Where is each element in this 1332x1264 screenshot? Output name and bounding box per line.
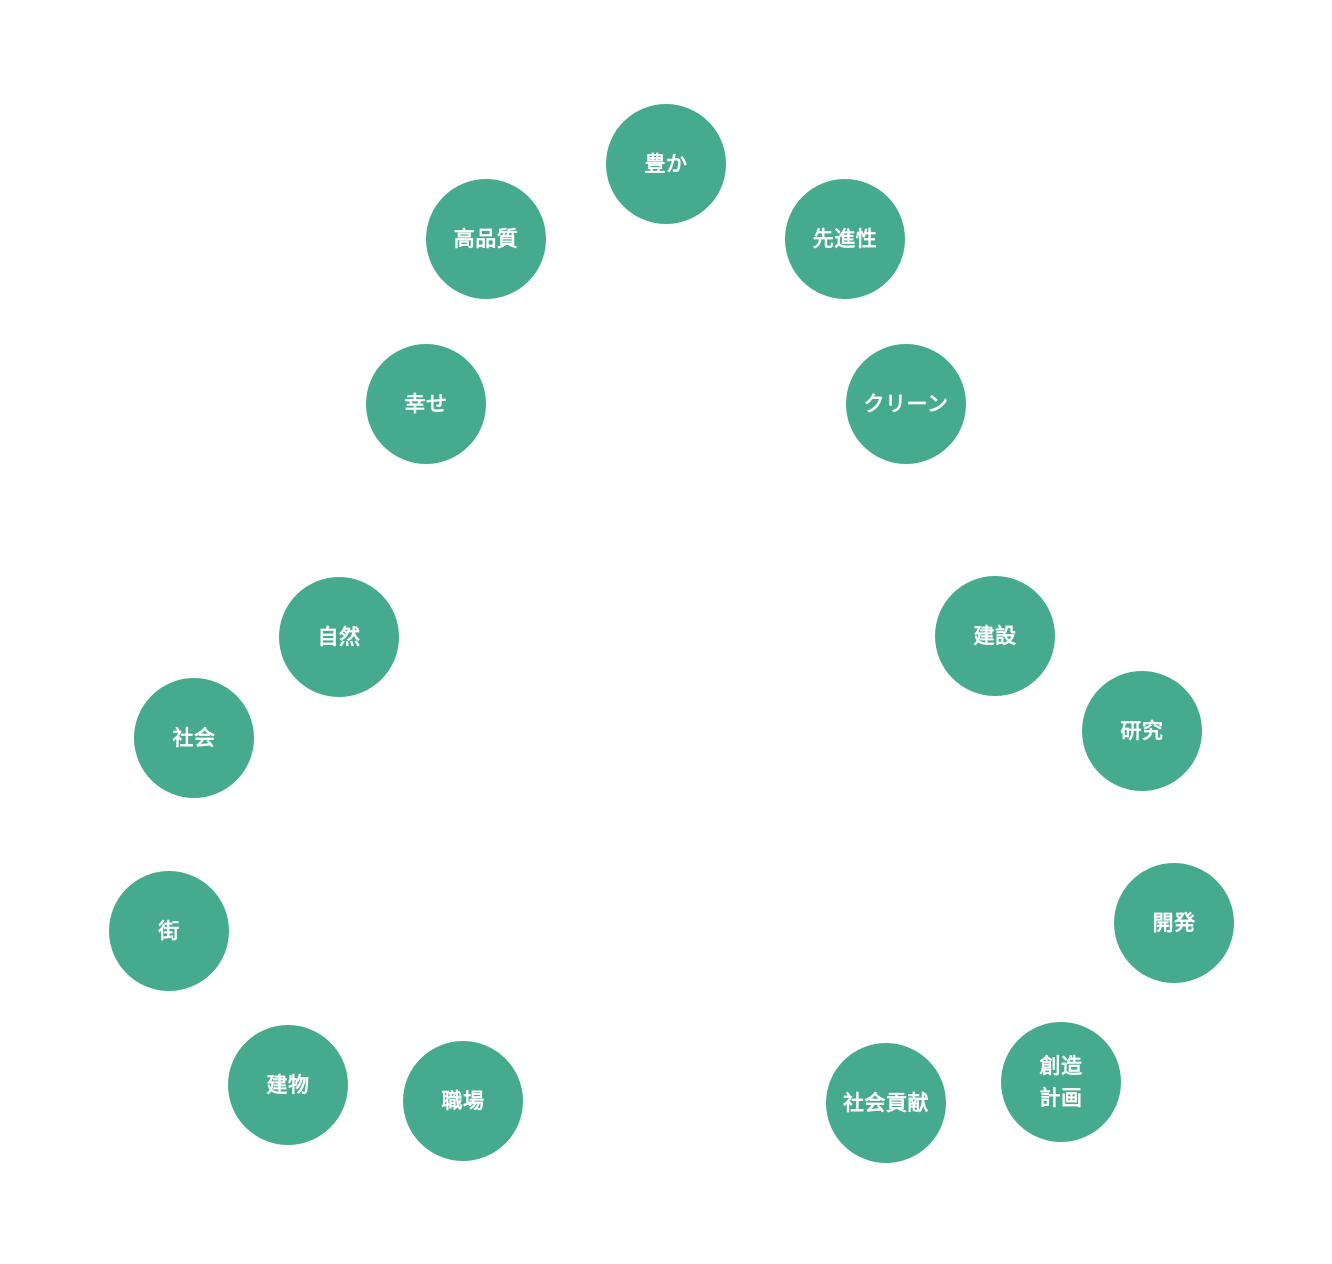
keyword-bubble-society: 社会 xyxy=(134,678,254,798)
keyword-label: 建設 xyxy=(973,624,1017,648)
keyword-label: 街 xyxy=(158,919,180,943)
keyword-bubble-advanced: 先進性 xyxy=(785,179,905,299)
keyword-bubble-research: 研究 xyxy=(1082,671,1202,791)
keyword-label: 幸せ xyxy=(404,392,448,416)
keyword-bubble-nature: 自然 xyxy=(279,577,399,697)
keyword-label: 先進性 xyxy=(812,227,878,251)
keyword-bubble-workplace: 職場 xyxy=(403,1041,523,1161)
keyword-bubble-construction: 建設 xyxy=(935,576,1055,696)
keyword-label: 職場 xyxy=(441,1089,485,1113)
keyword-bubble-clean: クリーン xyxy=(846,344,966,464)
keyword-label: 自然 xyxy=(317,625,361,649)
keyword-label: 建物 xyxy=(266,1073,310,1097)
keyword-label: 高品質 xyxy=(453,227,519,251)
keyword-bubble-social-contribution: 社会貢献 xyxy=(826,1043,946,1163)
keyword-label: 創造 計画 xyxy=(1039,1054,1083,1110)
keyword-label: 豊か xyxy=(644,152,688,176)
keyword-bubble-creation-planning: 創造 計画 xyxy=(1001,1022,1121,1142)
keyword-bubble-development: 開発 xyxy=(1114,863,1234,983)
keyword-bubble-happiness: 幸せ xyxy=(366,344,486,464)
keyword-bubble-high-quality: 高品質 xyxy=(426,179,546,299)
keyword-label: 社会 xyxy=(172,726,216,750)
keyword-label: 開発 xyxy=(1152,911,1196,935)
keyword-label: クリーン xyxy=(863,392,949,416)
keyword-bubble-town: 街 xyxy=(109,871,229,991)
keyword-label: 研究 xyxy=(1120,719,1164,743)
keyword-bubble-yutaka: 豊か xyxy=(606,104,726,224)
keyword-label: 社会貢献 xyxy=(843,1091,929,1115)
keyword-bubble-building: 建物 xyxy=(228,1025,348,1145)
